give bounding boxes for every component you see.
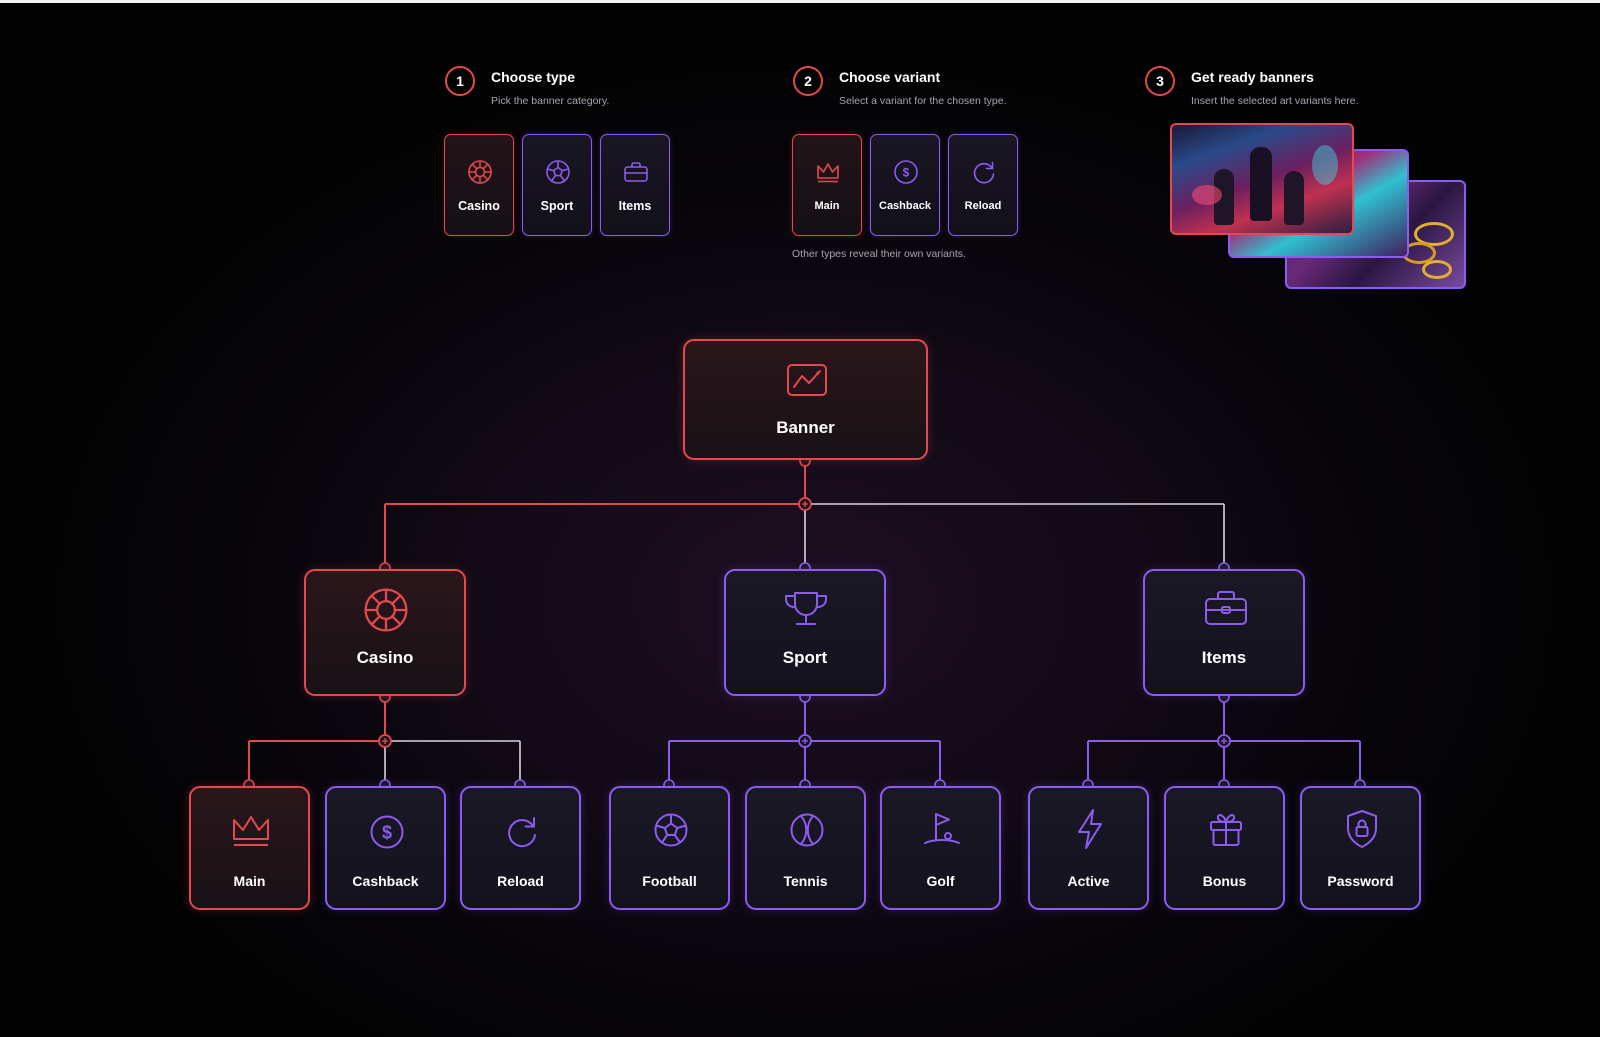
trophy-icon: [785, 592, 827, 625]
variant-option-label: Reload: [964, 200, 1002, 212]
type-option-label: Sport: [540, 199, 574, 213]
crown-icon: [817, 163, 839, 183]
glow-effect: [1192, 185, 1222, 205]
banner-art-card-1[interactable]: [1170, 123, 1354, 235]
crown-icon: [233, 816, 269, 846]
node-golf[interactable]: Golf: [880, 786, 1001, 910]
step-3-description: Insert the selected art variants here.: [1191, 95, 1359, 107]
reload-icon: [973, 161, 995, 184]
node-label: Football: [642, 873, 697, 889]
variant-option-main[interactable]: Main: [792, 134, 862, 236]
step-2-badge: 2: [793, 66, 823, 96]
variant-option-cashback[interactable]: $ Cashback: [870, 134, 940, 236]
step-2-title: Choose variant: [839, 69, 941, 85]
node-reload[interactable]: Reload: [460, 786, 581, 910]
step-1-description: Pick the banner category.: [491, 95, 610, 107]
node-label: Items: [1201, 648, 1247, 667]
briefcase-icon: [624, 162, 648, 182]
node-tennis[interactable]: Tennis: [745, 786, 866, 910]
character-silhouette: [1214, 169, 1234, 225]
character-silhouette: [1284, 171, 1304, 225]
variant-option-reload[interactable]: Reload: [948, 134, 1018, 236]
step-2-description: Select a variant for the chosen type.: [839, 95, 1007, 107]
type-option-label: Casino: [458, 199, 500, 213]
step-3-title: Get ready banners: [1191, 69, 1314, 85]
dollar-coin-icon: $: [370, 815, 404, 849]
ball-icon: [546, 160, 570, 184]
type-option-label: Items: [618, 199, 652, 213]
node-password[interactable]: Password: [1300, 786, 1421, 910]
image-icon: [787, 364, 827, 396]
roulette-icon: [364, 588, 408, 632]
variant-note: Other types reveal their own variants.: [792, 248, 966, 260]
node-label: Cashback: [352, 873, 419, 889]
character-silhouette: [1250, 147, 1272, 221]
top-divider: [0, 0, 1600, 3]
node-label: Bonus: [1202, 873, 1247, 889]
variant-option-label: Main: [814, 200, 840, 212]
step-1-badge: 1: [445, 66, 475, 96]
gift-icon: [1210, 814, 1242, 846]
node-label: Tennis: [783, 873, 828, 889]
dollar-coin-icon: $: [894, 160, 918, 184]
roulette-icon: [468, 160, 492, 184]
node-label: Active: [1067, 873, 1110, 889]
golf-flag-icon: [924, 813, 960, 844]
node-label: Banner: [776, 418, 835, 437]
node-label: Casino: [356, 648, 414, 667]
reload-icon: [508, 817, 536, 848]
coin-decoration: [1414, 222, 1454, 246]
node-banner[interactable]: Banner: [683, 339, 928, 460]
node-casino[interactable]: Casino: [304, 569, 466, 696]
football-icon: [654, 813, 688, 847]
type-option-casino[interactable]: Casino: [444, 134, 514, 236]
type-option-items[interactable]: Items: [600, 134, 670, 236]
node-label: Main: [233, 873, 266, 889]
node-football[interactable]: Football: [609, 786, 730, 910]
type-option-sport[interactable]: Sport: [522, 134, 592, 236]
node-label: Sport: [782, 648, 828, 667]
node-label: Reload: [497, 873, 544, 889]
svg-text:$: $: [903, 166, 910, 180]
variant-option-label: Cashback: [879, 200, 931, 212]
step-1-title: Choose type: [491, 69, 576, 85]
glow-effect: [1312, 145, 1338, 185]
lightning-icon: [1078, 809, 1102, 849]
node-active[interactable]: Active: [1028, 786, 1149, 910]
tennis-ball-icon: [790, 813, 824, 847]
node-label: Password: [1327, 873, 1394, 889]
node-main[interactable]: Main: [189, 786, 310, 910]
node-label: Golf: [926, 873, 955, 889]
node-sport[interactable]: Sport: [724, 569, 886, 696]
briefcase-icon: [1205, 591, 1247, 625]
step-3-badge: 3: [1145, 66, 1175, 96]
node-items[interactable]: Items: [1143, 569, 1305, 696]
shield-lock-icon: [1347, 810, 1377, 848]
node-cashback[interactable]: $ Cashback: [325, 786, 446, 910]
svg-text:$: $: [382, 823, 392, 843]
coin-decoration: [1422, 260, 1452, 279]
node-bonus[interactable]: Bonus: [1164, 786, 1285, 910]
